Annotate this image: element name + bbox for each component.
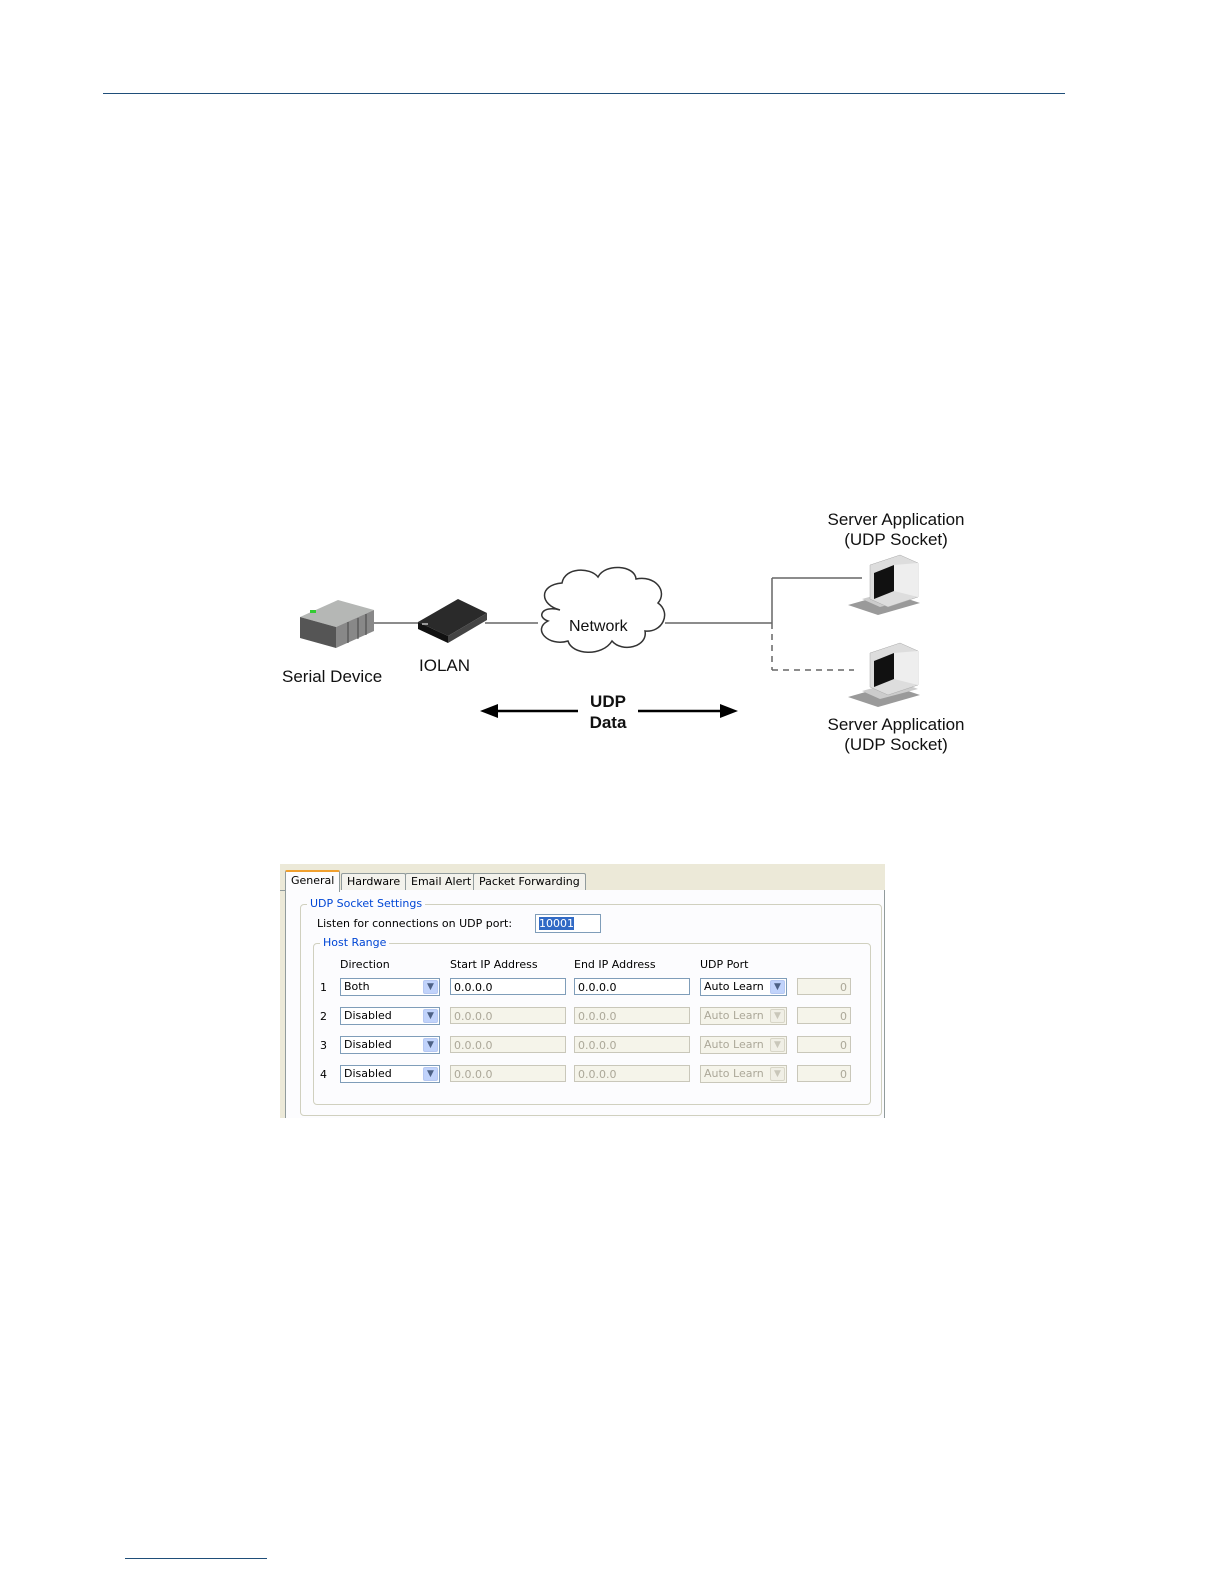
direction-header: Direction — [340, 958, 390, 971]
server-computer-2-icon — [848, 643, 920, 707]
row-3-end-ip-input[interactable]: 0.0.0.0 — [574, 1036, 690, 1053]
row-4-udp-port-value: Auto Learn — [704, 1067, 764, 1080]
start-ip-header: Start IP Address — [450, 958, 538, 971]
iolan-label: IOLAN — [419, 656, 470, 676]
footer-rule — [125, 1558, 267, 1559]
server1-label-line1: Server Application — [806, 510, 986, 530]
data-label: Data — [578, 713, 638, 733]
network-label: Network — [569, 618, 628, 636]
chevron-down-icon: ▼ — [423, 1067, 438, 1081]
iolan-device-icon — [418, 599, 487, 643]
row-2-end-ip-input[interactable]: 0.0.0.0 — [574, 1007, 690, 1024]
row-2-number: 2 — [320, 1010, 327, 1023]
listen-port-value: 10001 — [539, 917, 574, 930]
row-4-direction-value: Disabled — [344, 1067, 392, 1080]
udp-label: UDP — [578, 692, 638, 712]
row-3-start-ip-input[interactable]: 0.0.0.0 — [450, 1036, 566, 1053]
chevron-down-icon: ▼ — [423, 1009, 438, 1023]
row-2-direction-select[interactable]: Disabled ▼ — [340, 1007, 440, 1025]
row-1-udp-port-select[interactable]: Auto Learn ▼ — [700, 978, 787, 996]
row-1-port-value-input[interactable]: 0 — [797, 978, 851, 995]
row-1-direction-value: Both — [344, 980, 370, 993]
chevron-down-icon: ▼ — [770, 1038, 785, 1052]
listen-port-input[interactable]: 10001 — [535, 914, 601, 933]
row-2-direction-value: Disabled — [344, 1009, 392, 1022]
network-cloud-icon — [541, 567, 664, 652]
general-tab-panel: UDP Socket Settings Listen for connectio… — [285, 890, 885, 1118]
server-computer-1-icon — [848, 555, 920, 615]
listen-port-label: Listen for connections on UDP port: — [317, 917, 512, 930]
serial-device-label: Serial Device — [282, 667, 382, 687]
row-2-udp-port-select[interactable]: Auto Learn ▼ — [700, 1007, 787, 1025]
udp-socket-settings-legend: UDP Socket Settings — [307, 897, 425, 910]
row-3-direction-select[interactable]: Disabled ▼ — [340, 1036, 440, 1054]
row-3-udp-port-value: Auto Learn — [704, 1038, 764, 1051]
end-ip-header: End IP Address — [574, 958, 656, 971]
row-4-port-value-input[interactable]: 0 — [797, 1065, 851, 1082]
server2-label-line2: (UDP Socket) — [806, 735, 986, 755]
row-1-udp-port-value: Auto Learn — [704, 980, 764, 993]
server1-label-line2: (UDP Socket) — [806, 530, 986, 550]
row-4-start-ip-input[interactable]: 0.0.0.0 — [450, 1065, 566, 1082]
host-range-group: Host Range Direction Start IP Address En… — [313, 943, 871, 1105]
row-2-port-value-input[interactable]: 0 — [797, 1007, 851, 1024]
udp-network-diagram: Serial Device IOLAN Network UDP Data Ser… — [270, 505, 990, 770]
chevron-down-icon: ▼ — [423, 1038, 438, 1052]
tab-hardware[interactable]: Hardware — [341, 873, 406, 890]
udp-port-header: UDP Port — [700, 958, 748, 971]
udp-socket-settings-group: UDP Socket Settings Listen for connectio… — [300, 904, 882, 1116]
row-4-udp-port-select[interactable]: Auto Learn ▼ — [700, 1065, 787, 1083]
row-4-number: 4 — [320, 1068, 327, 1081]
row-3-udp-port-select[interactable]: Auto Learn ▼ — [700, 1036, 787, 1054]
header-rule — [103, 93, 1065, 94]
row-3-number: 3 — [320, 1039, 327, 1052]
row-1-start-ip-input[interactable]: 0.0.0.0 — [450, 978, 566, 995]
row-1-number: 1 — [320, 981, 327, 994]
arrow-left-head — [480, 704, 498, 718]
row-3-port-value-input[interactable]: 0 — [797, 1036, 851, 1053]
udp-settings-dialog: General Hardware Email Alert Packet Forw… — [280, 864, 885, 1118]
tab-packet-forwarding[interactable]: Packet Forwarding — [473, 873, 586, 890]
row-1-end-ip-input[interactable]: 0.0.0.0 — [574, 978, 690, 995]
row-3-direction-value: Disabled — [344, 1038, 392, 1051]
chevron-down-icon: ▼ — [770, 1067, 785, 1081]
serial-device-icon — [300, 600, 374, 648]
row-4-direction-select[interactable]: Disabled ▼ — [340, 1065, 440, 1083]
server2-label-line1: Server Application — [806, 715, 986, 735]
tab-general[interactable]: General — [285, 870, 340, 892]
host-range-legend: Host Range — [320, 936, 389, 949]
tab-email-alert[interactable]: Email Alert — [405, 873, 477, 890]
row-2-udp-port-value: Auto Learn — [704, 1009, 764, 1022]
chevron-down-icon: ▼ — [423, 980, 438, 994]
arrow-right-head — [720, 704, 738, 718]
chevron-down-icon: ▼ — [770, 1009, 785, 1023]
tab-strip: General Hardware Email Alert Packet Forw… — [280, 864, 885, 891]
row-1-direction-select[interactable]: Both ▼ — [340, 978, 440, 996]
row-2-start-ip-input[interactable]: 0.0.0.0 — [450, 1007, 566, 1024]
chevron-down-icon: ▼ — [770, 980, 785, 994]
row-4-end-ip-input[interactable]: 0.0.0.0 — [574, 1065, 690, 1082]
